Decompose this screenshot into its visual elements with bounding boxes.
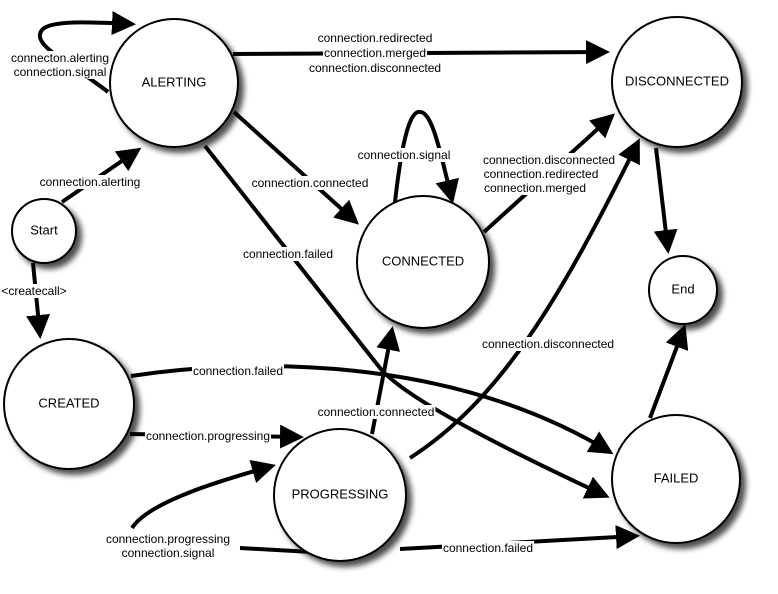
edge-label-background bbox=[0, 284, 68, 298]
node-disconnected: DISCONNECTED bbox=[611, 16, 743, 148]
edge-alerting-to-connected bbox=[232, 110, 359, 225]
edge-failed-to-end bbox=[648, 324, 689, 419]
node-label: FAILED bbox=[654, 470, 699, 485]
edge-label: connection.failed bbox=[443, 541, 533, 555]
edge-label: connection.progressing bbox=[146, 429, 270, 443]
node-label: CREATED bbox=[38, 395, 99, 410]
edge-label-background bbox=[316, 31, 434, 45]
edge-label: connection.signal bbox=[14, 65, 107, 79]
node-label: PROGRESSING bbox=[292, 486, 389, 501]
edge-label-background bbox=[120, 546, 216, 560]
edge-created-to-failed bbox=[130, 364, 614, 455]
edge-label-background bbox=[9, 51, 111, 65]
node-failed: FAILED bbox=[611, 414, 741, 544]
edge-start-to-created bbox=[26, 262, 51, 339]
edge-label-background bbox=[38, 175, 142, 189]
edge-label: <createcall> bbox=[1, 284, 66, 298]
edge-label: connection.failed bbox=[243, 247, 333, 261]
edge-label: connection.connected bbox=[318, 405, 435, 419]
edge-disconnected-to-end bbox=[653, 147, 678, 254]
edge-label: connection.redirected bbox=[484, 167, 599, 181]
node-label: CONNECTED bbox=[382, 253, 464, 268]
edge-label-background bbox=[144, 429, 272, 443]
edge-label: connection.redirected bbox=[318, 31, 433, 45]
edge-label-background bbox=[322, 46, 428, 60]
edge-label: connection.progressing bbox=[106, 532, 230, 546]
edge-progressing-self-out bbox=[239, 546, 313, 554]
edge-label: connecton.alerting bbox=[11, 51, 109, 65]
node-label: ALERTING bbox=[142, 74, 207, 89]
edge-label: connection.failed bbox=[193, 364, 283, 378]
node-connected: CONNECTED bbox=[356, 195, 490, 329]
edge-label-background bbox=[250, 176, 370, 190]
edge-label-background bbox=[104, 532, 232, 546]
edge-label-background bbox=[316, 405, 436, 419]
node-progressing: PROGRESSING bbox=[273, 428, 407, 562]
edge-label-background bbox=[481, 153, 617, 167]
edge-label-background bbox=[191, 364, 285, 378]
node-alerting: ALERTING bbox=[109, 18, 239, 148]
edge-label: connection.disconnected bbox=[483, 153, 615, 167]
node-start: Start bbox=[11, 198, 77, 264]
node-label: DISCONNECTED bbox=[625, 73, 729, 88]
edge-label-background bbox=[480, 337, 616, 351]
edge-label-background bbox=[12, 65, 108, 79]
edge-label: connection.connected bbox=[252, 176, 369, 190]
edge-label: connection.merged bbox=[484, 181, 586, 195]
node-created: CREATED bbox=[3, 338, 135, 470]
edge-label-background bbox=[356, 148, 452, 162]
edge-label-background bbox=[441, 541, 535, 555]
edge-label-background bbox=[307, 61, 443, 75]
edge-label: connection.disconnected bbox=[309, 61, 441, 75]
edge-label: connection.alerting bbox=[40, 175, 141, 189]
edge-label-background bbox=[241, 247, 335, 261]
edge-label-background bbox=[482, 167, 600, 181]
edge-label: connection.merged bbox=[324, 46, 426, 60]
node-end: End bbox=[648, 255, 718, 325]
edge-progressing-self-in bbox=[130, 459, 276, 530]
node-label: End bbox=[671, 281, 694, 296]
edge-label: connection.signal bbox=[358, 148, 451, 162]
node-label: Start bbox=[30, 222, 58, 237]
edge-label-background bbox=[482, 181, 588, 195]
edge-label: connection.disconnected bbox=[482, 337, 614, 351]
edge-label: connection.signal bbox=[122, 546, 215, 560]
